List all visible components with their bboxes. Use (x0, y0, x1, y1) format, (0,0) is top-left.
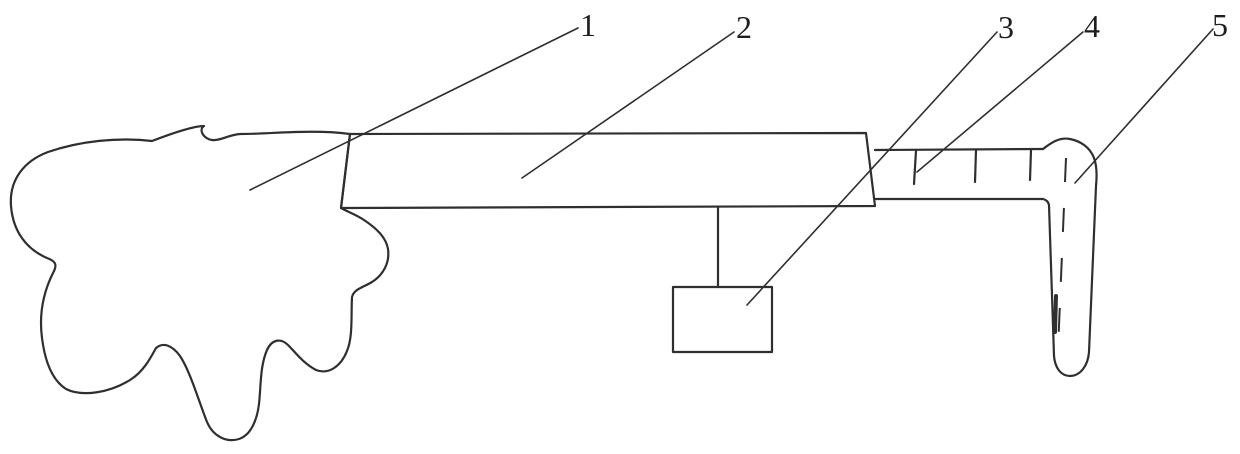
callout-label-3: 3 (998, 9, 1014, 45)
part-4-tick-1 (912, 149, 918, 186)
leader-line-5 (1074, 28, 1214, 184)
part-4-graduated-strip (873, 147, 1045, 201)
leader-line-1 (249, 27, 579, 191)
part-1-organic-body (9, 124, 390, 442)
callout-label-4: 4 (1084, 8, 1100, 44)
leader-line-4 (916, 31, 1084, 173)
part-4-tick-2 (973, 148, 978, 184)
drawing-strokes (9, 27, 1214, 442)
part-4-tick-3 (1028, 148, 1033, 182)
leader-line-3 (746, 31, 998, 306)
callout-label-5: 5 (1212, 7, 1228, 43)
part-5-hook-arm (1041, 137, 1098, 378)
leader-line-2 (521, 31, 735, 179)
callout-label-1: 1 (580, 7, 596, 43)
part-5-dashed-centerline (1057, 157, 1067, 351)
part-2-main-bar (339, 131, 877, 210)
part-3-hanging-box (671, 285, 774, 354)
callout-label-2: 2 (736, 9, 752, 45)
part-5-bold-dash (1053, 294, 1058, 334)
